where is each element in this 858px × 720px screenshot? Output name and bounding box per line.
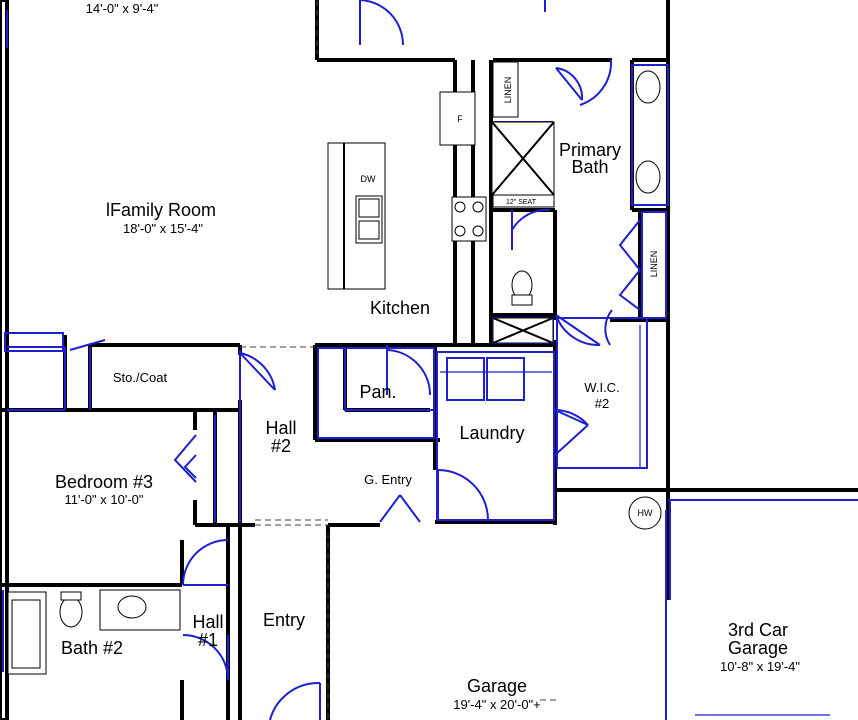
wic2-line2: #2 (595, 396, 609, 411)
fixture-labels: DW F LINEN LINEN 12" SEAT HW (361, 77, 660, 518)
family-room-name: lFamily Room (106, 200, 216, 220)
kitchen-name: Kitchen (370, 298, 430, 318)
pantry-name: Pan. (359, 382, 396, 402)
dishwasher-label: DW (361, 174, 376, 184)
sto-coat-name: Sto./Coat (113, 370, 168, 385)
garage-dims: 19'-4" x 20'-0"+ (453, 697, 541, 712)
hall2-line1: Hall (265, 418, 296, 438)
primary-bath-line1: Primary (559, 140, 621, 160)
hall1-line1: Hall (192, 612, 223, 632)
fridge-label: F (457, 114, 463, 124)
wic2-line1: W.I.C. (584, 380, 619, 395)
bath2-fixtures (7, 589, 181, 675)
bedroom3-dims: 11'-0" x 10'-0" (65, 492, 144, 507)
third-car-garage-line1: 3rd Car (728, 620, 788, 640)
linen-right-label: LINEN (649, 251, 659, 278)
entry-name: Entry (263, 610, 305, 630)
hall2-line2: #2 (271, 436, 291, 456)
fridge (439, 91, 476, 146)
bedroom3-name: Bedroom #3 (55, 472, 153, 492)
seat-label: 12" SEAT (506, 199, 537, 206)
primary-bath-fixtures (491, 61, 661, 344)
family-room-dims: 18'-0" x 15'-4" (123, 221, 203, 236)
g-entry-name: G. Entry (364, 472, 412, 487)
top-room-dims: 14'-0" x 9'-4" (86, 1, 159, 16)
garage-name: Garage (467, 676, 527, 696)
room-labels: 14'-0" x 9'-4" lFamily Room 18'-0" x 15'… (55, 1, 800, 712)
water-heater (628, 496, 662, 530)
third-car-garage-line2: Garage (728, 638, 788, 658)
linen-top-label: LINEN (503, 77, 513, 104)
bath2-name: Bath #2 (61, 638, 123, 658)
primary-bath-line2: Bath (571, 157, 608, 177)
range (451, 196, 487, 242)
water-heater-label: HW (638, 508, 653, 518)
laundry-name: Laundry (459, 423, 524, 443)
kitchen-island (327, 142, 386, 290)
hall1-line2: #1 (198, 630, 218, 650)
third-car-garage-dims: 10'-8" x 19'-4" (720, 659, 800, 674)
